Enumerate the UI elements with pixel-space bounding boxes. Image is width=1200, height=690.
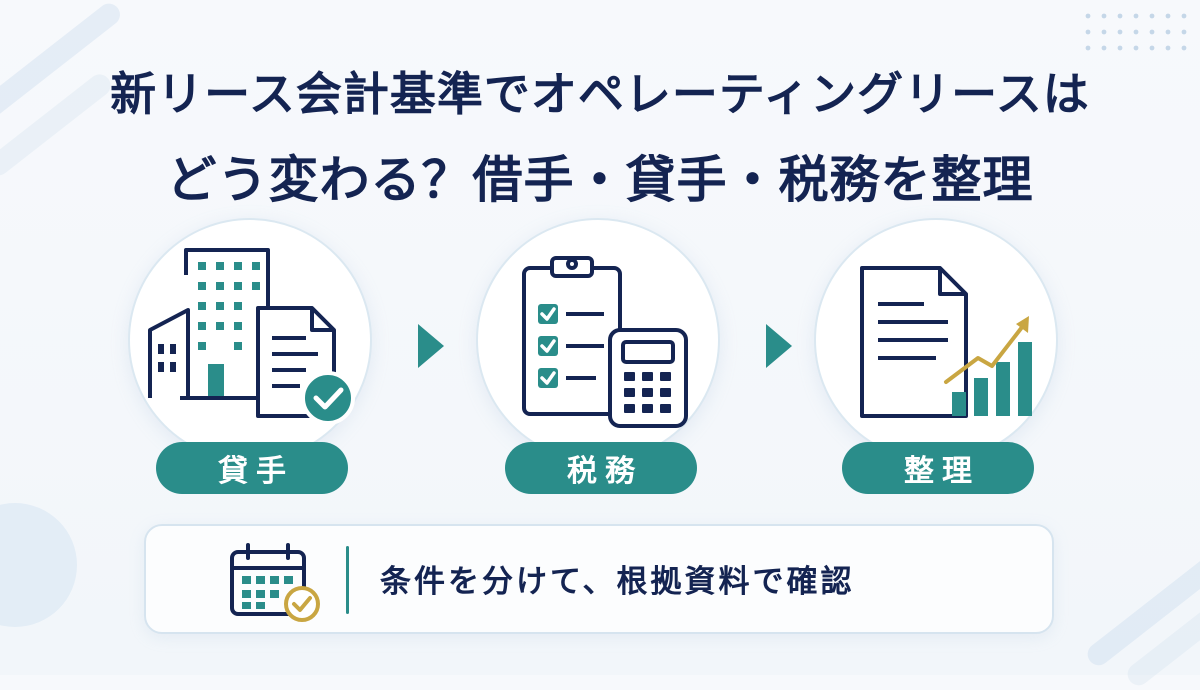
arrow-right-icon	[766, 324, 792, 368]
building-document-check-icon	[148, 248, 355, 425]
page-title-line-2: どう変わる？借手・貸手・税務を整理	[166, 151, 1034, 209]
step-3-label: 整理	[842, 442, 1034, 494]
calendar-check-icon	[230, 543, 320, 622]
arrow-right-icon	[418, 324, 444, 368]
step-1-label: 貸手	[156, 442, 348, 494]
document-growth-chart-icon	[860, 266, 1032, 418]
note-divider	[346, 546, 349, 614]
step-3-circle	[814, 218, 1058, 462]
checklist-calculator-icon	[522, 256, 688, 428]
step-1-circle	[128, 218, 372, 462]
note-text: 条件を分けて、根拠資料で確認	[380, 564, 855, 600]
circle-decoration	[0, 503, 77, 627]
step-2-circle	[476, 218, 720, 462]
step-2-label: 税務	[505, 442, 697, 494]
page-title-line-1: 新リース会計基準でオペレーティングリースは	[110, 67, 1090, 121]
